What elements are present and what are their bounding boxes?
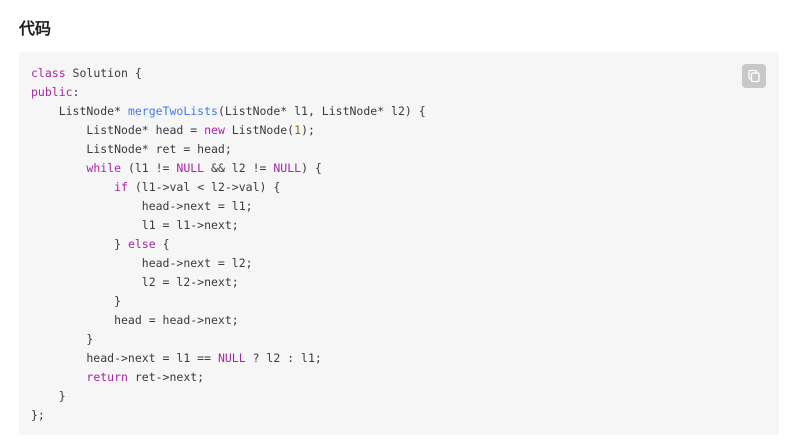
code-line: l2 = l2->next; xyxy=(31,275,239,289)
code-line: }; xyxy=(31,408,45,422)
code-line: } xyxy=(31,332,94,346)
copy-icon xyxy=(747,69,761,83)
section-title: 代码 xyxy=(19,19,52,38)
code-line: ListNode* ret = head; xyxy=(31,142,232,156)
code-line: } else { xyxy=(31,237,170,251)
code-line: head = head->next; xyxy=(31,313,239,327)
code-line: ListNode* head = new ListNode(1); xyxy=(31,123,315,137)
code-line: head->next = l2; xyxy=(31,256,253,270)
code-line: class Solution { xyxy=(31,66,142,80)
code-line: } xyxy=(31,389,66,403)
code-line: head->next = l1 == NULL ? l2 : l1; xyxy=(31,351,322,365)
code-line: ListNode* mergeTwoLists(ListNode* l1, Li… xyxy=(31,104,426,118)
code-line: if (l1->val < l2->val) { xyxy=(114,180,281,194)
code-content: class Solution { public: ListNode* mergeT… xyxy=(31,64,426,425)
code-line: l1 = l1->next; xyxy=(31,218,239,232)
code-card: class Solution { public: ListNode* mergeT… xyxy=(19,52,779,435)
code-line: public: xyxy=(31,85,80,99)
code-line: while (l1 != NULL && l2 != NULL) { xyxy=(86,161,322,175)
copy-button[interactable] xyxy=(742,64,766,88)
code-line: head->next = l1; xyxy=(31,199,253,213)
code-block[interactable]: class Solution { public: ListNode* mergeT… xyxy=(31,64,426,425)
code-line: } xyxy=(31,294,122,308)
code-line: return ret->next; xyxy=(86,370,205,384)
